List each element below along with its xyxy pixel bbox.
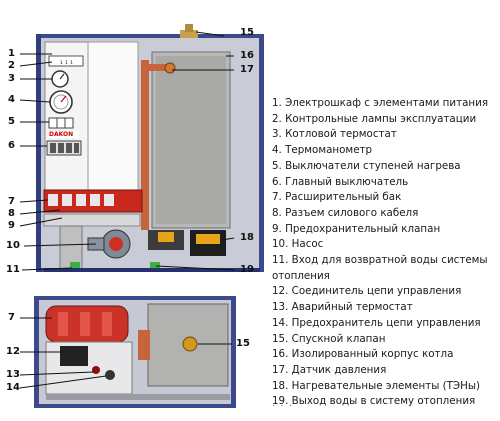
legend-item: 11. Вход для возвратной воды системы ото… [272, 254, 488, 282]
callout-6: 6 [8, 140, 15, 151]
callout-14: 14 [6, 382, 20, 393]
legend-item: 12. Соединитель цепи управления [272, 285, 462, 298]
legend-item: 14. Предохранитель цепи управления [272, 316, 481, 329]
callout-4: 4 [8, 94, 15, 105]
boiler-top-view [34, 296, 236, 408]
legend-item: 18. Нагревательные элементы (ТЭНы) [272, 379, 481, 392]
legend-item: 13. Аварийный термостат [272, 301, 413, 314]
callout-18: 18 [240, 232, 254, 243]
legend-item: 15. Спускной клапан [272, 332, 386, 345]
legend-item: 8. Разъем силового кабеля [272, 206, 419, 219]
callout-7: 7 [8, 196, 15, 207]
brand-label: DAKON [49, 131, 74, 138]
legend-item: 16. Изолированный корпус котла [272, 348, 454, 361]
legend-item: 4. Термоманометр [272, 144, 373, 157]
callout-3: 3 [8, 73, 15, 84]
callout-15: 15 [240, 27, 254, 38]
callout-17: 17 [240, 64, 254, 75]
callout-10: 10 [6, 240, 20, 251]
legend-item: 5. Выключатели ступеней нагрева [272, 159, 461, 172]
callout-13: 13 [6, 369, 20, 380]
legend-item: 6. Главный выключатель [272, 175, 409, 188]
boiler-front-view: ₁ ₁ ₁ [36, 24, 264, 272]
callout-1: 1 [8, 48, 15, 59]
callout-5: 5 [8, 116, 15, 127]
legend-item: 17. Датчик давления [272, 363, 387, 376]
callout-lines [19, 31, 235, 389]
footer-dots: . . . [272, 398, 293, 409]
legend-item: 3. Котловой термостат [272, 128, 397, 141]
legend-item: 2. Контрольные лампы эксплуатации [272, 112, 477, 125]
callout-19: 19 [240, 264, 254, 275]
legend-item: 10. Насос [272, 238, 324, 251]
callout-16: 16 [240, 50, 254, 61]
svg-text:₁ ₁ ₁: ₁ ₁ ₁ [60, 58, 73, 66]
legend-item: 1. Электрошкаф с элементами питания [272, 97, 489, 109]
legend-list: 1. Электрошкаф с элементами питания 2. К… [272, 96, 496, 410]
callout-8: 8 [8, 208, 15, 219]
callout-12: 12 [6, 346, 20, 357]
callout-11: 11 [6, 264, 20, 275]
callout-9: 9 [8, 220, 15, 231]
legend-item: 9. Предохранительный клапан [272, 222, 441, 235]
callout-7-top: 7 [8, 312, 15, 323]
legend-item: 7. Расширительный бак [272, 191, 402, 204]
callout-2: 2 [8, 60, 15, 71]
callout-15-top: 15 [236, 338, 250, 349]
legend-item: 19. Выход воды в систему отопления [272, 395, 476, 408]
